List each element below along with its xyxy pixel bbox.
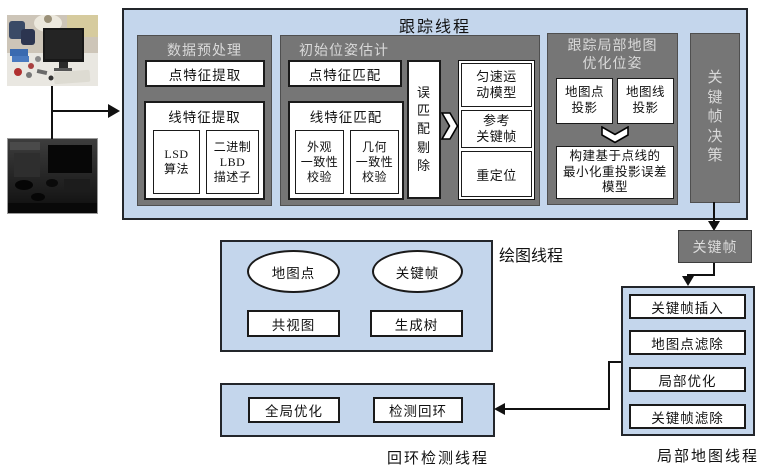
loop-closing-thread-title: 回环检测线程 [386, 451, 489, 467]
connector-localmap-stub [608, 361, 621, 363]
arrowhead-to-local-mapping [682, 276, 694, 286]
line-feature-extraction-box: 线特征提取 LSD 算法 二进制 LBD 描述子 [144, 101, 265, 200]
keyframe-decision-label: 关键帧决策 [707, 70, 723, 165]
arrowhead-into-tracking [108, 104, 120, 118]
tracking-thread-title: 跟踪线程 [398, 19, 471, 36]
preprocess-group: 数据预处理 点特征提取 线特征提取 LSD 算法 二进制 LBD 描述子 [137, 35, 272, 206]
line-feature-matching-label: 线特征匹配 [309, 110, 383, 125]
mapping-thread-panel: 地图点 关键帧 共视图 生成树 [220, 240, 493, 352]
keyframe-culling-box: 关键帧滤除 [629, 404, 746, 429]
pose-source-column: 匀速运 动模型 参考 关键帧 重定位 [458, 60, 535, 200]
map-line-projection-box: 地图线 投影 [617, 78, 674, 124]
local-map-opt-title: 跟踪局部地图 优化位姿 [567, 39, 658, 73]
chevron-down-icon [601, 125, 629, 149]
point-feature-extraction-box: 点特征提取 [145, 60, 265, 87]
covisibility-graph-box: 共视图 [247, 310, 340, 337]
local-optimization-box: 局部优化 [629, 367, 746, 392]
global-optimization-box: 全局优化 [248, 397, 340, 423]
connector-keyframe-down [713, 263, 715, 276]
connector-images-to-tracking [51, 110, 109, 112]
mismatch-removal-label: 误匹配剔除 [416, 85, 431, 173]
appearance-consistency-box: 外观 一致性 校验 [295, 130, 344, 194]
initial-pose-title: 初始位姿估计 [299, 44, 389, 59]
mapping-thread-title: 绘图线程 [499, 248, 564, 265]
connector-to-loop-panel [504, 408, 610, 410]
chevron-right-icon [440, 112, 459, 145]
preprocess-title: 数据预处理 [167, 44, 242, 59]
keyframe-decision-box: 关键帧决策 [690, 33, 740, 203]
connector-images-vertical [51, 86, 53, 139]
lsd-algorithm-box: LSD 算法 [153, 130, 200, 194]
keyframe-chip: 关键帧 [678, 230, 752, 263]
relocalization-box: 重定位 [461, 151, 532, 197]
connector-keyframe-left [687, 274, 715, 276]
connector-decision-to-keyframe [713, 202, 715, 223]
motion-model-box: 匀速运 动模型 [461, 63, 532, 107]
map-point-culling-box: 地图点滤除 [629, 330, 746, 355]
map-points-ellipse: 地图点 [247, 250, 340, 293]
line-feature-extraction-label: 线特征提取 [168, 110, 241, 125]
reference-keyframe-box: 参考 关键帧 [461, 110, 532, 148]
rgb-image [7, 14, 98, 86]
keyframe-insertion-box: 关键帧插入 [629, 294, 746, 319]
local-mapping-thread-title: 局部地图线程 [656, 449, 759, 465]
loop-closing-panel: 全局优化 检测回环 [220, 383, 495, 437]
arrowhead-into-loop-panel [494, 403, 505, 415]
line-feature-matching-box: 线特征匹配 外观 一致性 校验 几何 一致性 校验 [288, 101, 404, 200]
local-map-opt-group: 跟踪局部地图 优化位姿 地图点 投影 地图线 投影 构建基于点线的 最小化重投影… [547, 33, 678, 205]
geometry-consistency-box: 几何 一致性 校验 [350, 130, 399, 194]
mismatch-removal-box: 误匹配剔除 [407, 60, 441, 199]
lbd-descriptor-box: 二进制 LBD 描述子 [206, 130, 259, 194]
connector-localmap-vertical [608, 361, 610, 410]
local-mapping-panel: 关键帧插入 地图点滤除 局部优化 关键帧滤除 [621, 286, 755, 436]
keyframes-ellipse: 关键帧 [372, 250, 463, 293]
map-point-projection-box: 地图点 投影 [556, 78, 613, 124]
arrowhead-to-keyframe [708, 221, 720, 231]
depth-image [7, 138, 98, 214]
reprojection-error-model-box: 构建基于点线的 最小化重投影误差 模型 [556, 146, 674, 199]
spanning-tree-box: 生成树 [370, 310, 463, 337]
loop-detection-box: 检测回环 [373, 397, 463, 423]
initial-pose-group: 初始位姿估计 点特征匹配 线特征匹配 外观 一致性 校验 几何 一致性 校验 误… [280, 35, 540, 206]
point-feature-matching-box: 点特征匹配 [288, 60, 402, 87]
tracking-thread-panel: 跟踪线程 数据预处理 点特征提取 线特征提取 LSD 算法 二进制 LBD 描述… [122, 8, 748, 220]
